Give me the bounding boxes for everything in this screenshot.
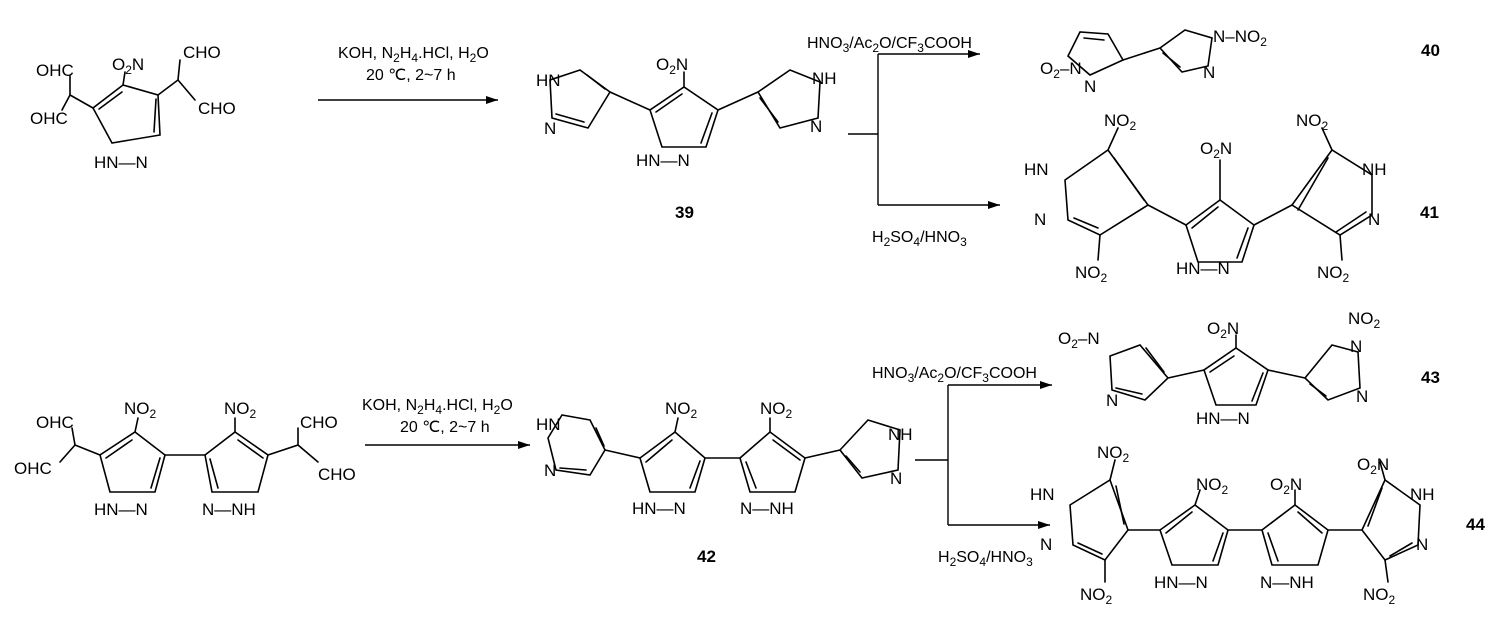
nitro-label: NO2: [124, 399, 157, 421]
ring-n-label: N: [544, 119, 556, 138]
aldehyde-label: OHC: [36, 413, 74, 432]
nitro-label: O2N: [1200, 139, 1232, 161]
nitro-label: O2N: [112, 55, 144, 77]
ring-n-label: N: [1356, 387, 1368, 406]
compound-43: O2–N N O2N NO2 N N HN—N: [1058, 309, 1381, 428]
nitro-label: O2N: [656, 55, 688, 77]
nitro-label: O2–N: [1040, 59, 1082, 81]
conditions-r4-line1: KOH, N2H4.HCl, H2O: [362, 397, 513, 417]
nitro-label: O2N: [1207, 319, 1239, 341]
nitro-label: NO2: [1348, 309, 1381, 331]
ring-n-label: N: [1416, 535, 1428, 554]
ring-nh-label: HN—N: [94, 153, 148, 172]
conditions-r4-line2: 20 ℃, 2~7 h: [400, 419, 490, 436]
ring-nh-label: HN—N: [636, 151, 690, 170]
conditions-r1-line1: KOH, N2H4.HCl, H2O: [338, 45, 489, 65]
ring-n-label: N: [1084, 77, 1096, 96]
ring-nh-label: NH: [812, 69, 837, 88]
aldehyde-label: OHC: [30, 109, 68, 128]
nitro-label: O2N: [1357, 455, 1389, 477]
ring-n-label: N: [890, 469, 902, 488]
compound-number-41: 41: [1420, 203, 1439, 222]
nitro-label: NO2: [224, 399, 257, 421]
ring-nh-label: HN: [536, 415, 561, 434]
nitro-label: O2–N: [1058, 329, 1100, 351]
aldehyde-label: CHO: [300, 413, 338, 432]
nitro-label: NO2: [1080, 585, 1113, 607]
ring-n-label: N: [810, 117, 822, 136]
compound-number-39: 39: [675, 203, 694, 222]
nitro-label: NO2: [1363, 585, 1396, 607]
ring-nh-label: HN—N: [94, 500, 148, 519]
ring-n-label: N: [1203, 63, 1215, 82]
ring-nh-label: NH: [1410, 485, 1435, 504]
branch-arrows-1: [848, 50, 1000, 209]
nitro-label: NO2: [1317, 263, 1350, 285]
nitro-label: NO2: [1196, 475, 1229, 497]
nitro-label: NO2: [1104, 111, 1137, 133]
compound-44: NO2 NO2 O2N O2N HN N NH N NO2 NO2 HN—N N…: [1030, 443, 1435, 607]
compound-number-43: 43: [1421, 368, 1440, 387]
compound-number-42: 42: [697, 547, 716, 566]
aldehyde-label: CHO: [183, 43, 221, 62]
ring-nh-label: N—NH: [740, 499, 794, 518]
ring-nh-label: HN: [1024, 160, 1049, 179]
ring-nh-label: HN—N: [1196, 409, 1250, 428]
aldehyde-label: OHC: [36, 61, 74, 80]
nitro-label: NO2: [665, 399, 698, 421]
ring-n-label: N: [1040, 535, 1052, 554]
aldehyde-label: CHO: [318, 465, 356, 484]
nitro-label: O2N: [1270, 475, 1302, 497]
nitro-label: NO2: [1075, 263, 1108, 285]
nitro-label: NO2: [1296, 111, 1329, 133]
branch-arrows-2: [915, 381, 1052, 529]
compound-42: HN N NO2 NO2 NH N HN—N N—NH: [536, 399, 913, 518]
ring-nh-label: HN—N: [1176, 259, 1230, 278]
ring-n-label: N: [1106, 391, 1118, 410]
ring-nh-label: HN—N: [632, 499, 686, 518]
ring-nh-label: HN—N: [1154, 573, 1208, 592]
ring-n-label: N: [544, 461, 556, 480]
starting-material-2: OHC OHC NO2 NO2 CHO CHO HN—N N—NH: [14, 399, 356, 519]
nitro-label: N–NO2: [1213, 27, 1267, 49]
ring-n-label: N: [1350, 337, 1362, 356]
ring-nh-label: NH: [888, 425, 913, 444]
compound-41: NO2 O2N NO2 HN N NH N NO2 NO2 HN—N: [1024, 111, 1387, 285]
nitro-label: NO2: [760, 399, 793, 421]
compound-number-40: 40: [1421, 41, 1440, 60]
aldehyde-label: CHO: [198, 99, 236, 118]
ring-nh-label: NH: [1362, 160, 1387, 179]
compound-number-44: 44: [1466, 515, 1485, 534]
ring-nh-label: HN: [1030, 485, 1055, 504]
conditions-r1-line2: 20 ℃, 2~7 h: [366, 67, 456, 84]
compound-39: HN N O2N NH N HN—N: [536, 55, 837, 170]
ring-nh-label: HN: [536, 71, 561, 90]
ring-nh-label: N—NH: [1260, 573, 1314, 592]
conditions-r3-line1: H2SO4/HNO3: [872, 229, 967, 249]
ring-n-label: N: [1368, 210, 1380, 229]
aldehyde-label: OHC: [14, 459, 52, 478]
nitro-label: NO2: [1097, 443, 1130, 465]
compound-40: O2–N N N–NO2 N: [1040, 27, 1267, 96]
conditions-r5-line1: HNO3/Ac2O/CF3COOH: [872, 365, 1037, 385]
starting-material-1: OHC OHC O2N CHO CHO HN—N: [30, 43, 236, 172]
ring-nh-label: N—NH: [202, 500, 256, 519]
ring-n-label: N: [1034, 210, 1046, 229]
conditions-r2-line1: HNO3/Ac2O/CF3COOH: [807, 35, 972, 55]
conditions-r6-line1: H2SO4/HNO3: [938, 549, 1033, 569]
